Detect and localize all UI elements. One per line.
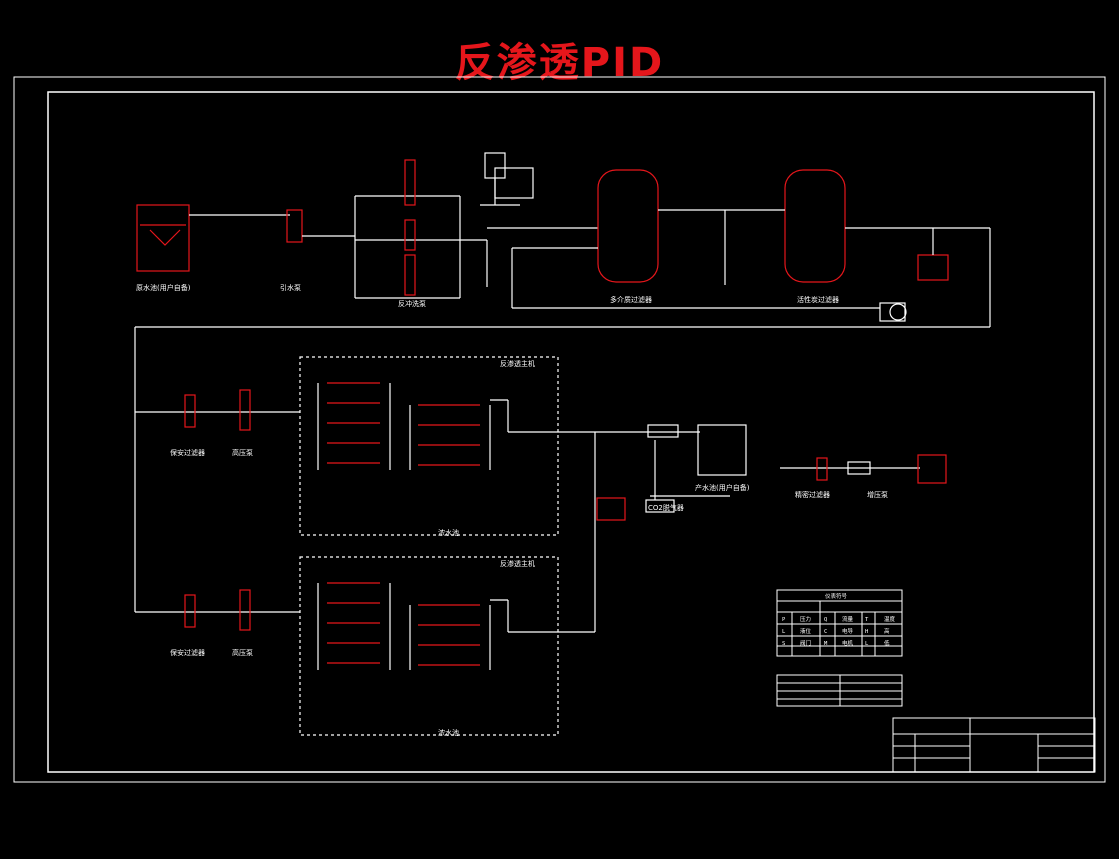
line-legend [776,674,903,707]
ro-unit-label-1: 反渗透主机 [500,359,535,368]
lift-pump [286,209,303,243]
security-filter-label-2: 保安过滤器 [170,648,205,657]
raw-tank-label: 原水池(用户自备) [136,283,191,292]
inner-frame [47,91,1095,773]
legend-cell: Q [824,617,827,623]
ro-unit-2-frame [299,556,559,736]
co2-tank [645,499,675,513]
conc-water-label-1: 浓水池 [438,528,459,537]
fine-filter-label: 精密过滤器 [795,490,830,499]
legend-cell: S [782,641,785,647]
raw-tank [136,204,190,272]
legend-cell: 阀门 [800,639,811,647]
final-pump-label: 增压泵 [867,490,888,499]
product-tank-label: 产水池(用户自备) [695,483,750,492]
page-title: 反渗透PID [454,40,665,86]
legend-cell: M [824,641,828,647]
conc-water-label-2: 浓水池 [438,728,459,737]
multimedia-filter [597,169,659,283]
legend-cell: 液位 [800,627,812,635]
legend-cell: L [865,641,869,647]
hp-pump-label-2: 高压泵 [232,648,253,657]
legend-cell: 高 [884,627,890,635]
legend-cell: T [865,617,869,623]
legend-cell: H [865,629,868,635]
carbon-filter [784,169,846,283]
co2-remover-label: CO2脱气器 [648,503,684,512]
buffer-tank [917,254,949,281]
backwash-pump [879,302,906,322]
product-tank [697,424,747,476]
final-tank [917,454,947,484]
backwash-pump-label: 反冲洗泵 [398,299,426,308]
ph-tank [596,497,626,521]
ro-unit-label-2: 反渗透主机 [500,559,535,568]
legend-cell: P [782,617,786,623]
outer-frame [13,76,1106,783]
legend-cell: C [824,629,827,635]
legend-cell: 流量 [842,615,854,623]
legend-cell: L [782,629,786,635]
hp-pump-label-1: 高压泵 [232,448,253,457]
legend-cell: 温度 [884,615,896,623]
legend-cell: 低 [884,639,890,647]
legend-cell: 压力 [800,615,811,623]
ro-unit-1-frame [299,356,559,536]
multimedia-filter-label: 多介质过滤器 [610,295,652,304]
legend-cell: 电机 [842,639,854,647]
legend-title: 仪表符号 [825,592,848,600]
security-filter-label-1: 保安过滤器 [170,448,205,457]
legend-cell: 电导 [842,627,854,635]
legend-table [776,589,903,657]
carbon-filter-label: 活性炭过滤器 [797,295,839,304]
title-block [892,717,1096,773]
lift-pump-label: 引水泵 [280,283,301,292]
